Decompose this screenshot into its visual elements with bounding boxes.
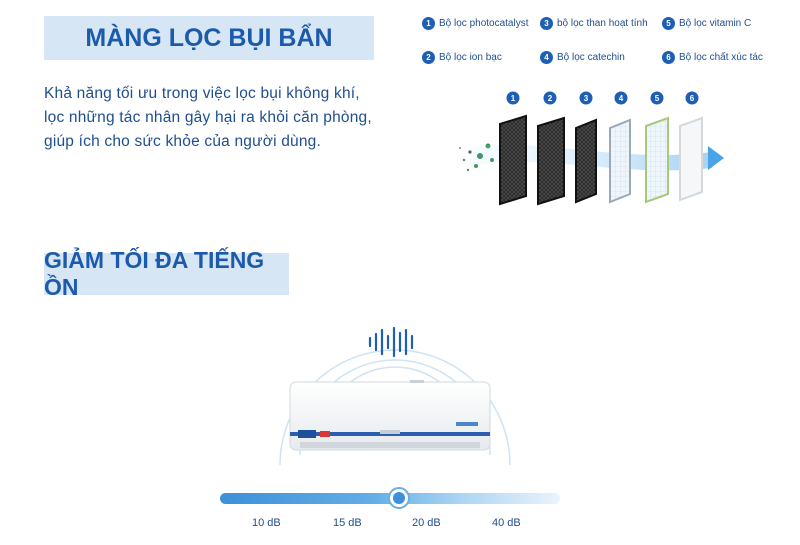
section-title-noise: GIẢM TỐI ĐA TIẾNG ỒN [44,247,289,300]
filter-markers: 1 2 3 4 5 6 [506,91,699,105]
noise-label-20db: 20 dB [412,517,441,529]
legend-item-2: 2 Bộ lọc ion bạc [422,51,502,64]
legend-number: 1 [422,17,435,30]
section-title-filter: MÀNG LỌC BỤI BẨN [44,16,374,60]
legend-item-4: 4 Bộ lọc catechin [540,51,625,64]
legend-number: 3 [540,17,553,30]
legend-number: 6 [662,51,675,64]
filter-panels [499,114,703,206]
filter-layers-illustration: 1 2 3 4 5 6 [440,86,740,216]
ac-unit [289,380,491,451]
noise-label-15db: 15 dB [333,517,362,529]
marker-3: 3 [584,94,589,103]
sound-wave-icon [368,326,414,358]
marker-4: 4 [619,94,624,103]
legend-item-1: 1 Bộ lọc photocatalyst [422,17,529,30]
legend-label: Bộ lọc ion bạc [439,52,502,63]
filter-description: Khả năng tối ưu trong việc lọc bụi không… [44,85,372,150]
marker-5: 5 [655,94,660,103]
marker-2: 2 [548,94,553,103]
noise-label-40db: 40 dB [492,517,521,529]
legend-number: 2 [422,51,435,64]
noise-label-10db: 10 dB [252,517,281,529]
filter-layers-graphic: 1 2 3 4 5 6 [459,91,724,206]
legend-label: Bộ lọc catechin [557,52,625,63]
legend-item-3: 3 bộ lọc than hoạt tính [540,17,648,30]
legend-number: 5 [662,17,675,30]
filter-legend: 1 Bộ lọc photocatalyst 2 Bộ lọc ion bạc … [422,14,782,70]
marker-1: 1 [511,94,516,103]
slider-knob[interactable] [388,487,410,509]
legend-label: Bộ lọc chất xúc tác [679,52,763,63]
legend-item-6: 6 Bộ lọc chất xúc tác [662,51,763,64]
legend-number: 4 [540,51,553,64]
marker-6: 6 [690,94,695,103]
air-conditioner-illustration [260,260,530,470]
legend-label: bộ lọc than hoạt tính [557,18,648,29]
noise-level-slider[interactable] [220,487,560,509]
legend-item-5: 5 Bộ lọc vitamin C [662,17,751,30]
legend-label: Bộ lọc photocatalyst [439,18,529,29]
air-flow-arrow-icon [708,146,724,170]
ac-unit-graphic [279,326,511,466]
legend-label: Bộ lọc vitamin C [679,18,752,29]
